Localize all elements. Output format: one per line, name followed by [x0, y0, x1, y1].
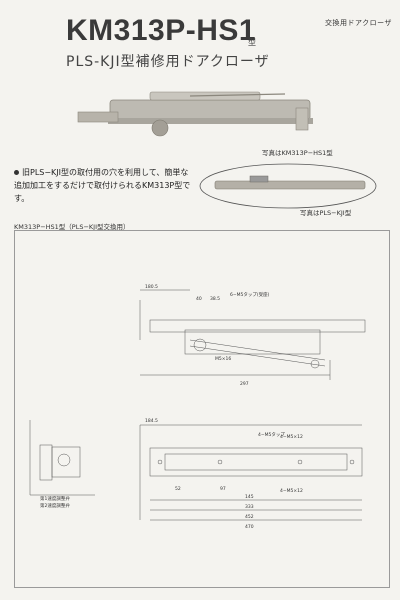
category-tag: 交換用ドアクローザ [324, 19, 392, 27]
dim-145: 145 [245, 494, 254, 500]
annotation-5: 第2速度調整弁 [40, 502, 70, 509]
dim-452: 452 [245, 514, 254, 520]
drawing-title: KM313P−HS1型（PLS−KJⅠ型交換用） [14, 223, 130, 231]
annotation-1: 6−M5タップ(受座) [230, 291, 270, 298]
top-closer-outline [184, 329, 321, 355]
old-model-frame [199, 163, 377, 209]
annotation-4: 第1速度調整弁 [40, 495, 70, 502]
model-title: KM313P-HS1 [66, 14, 257, 47]
top-body-outline [149, 319, 366, 333]
model-suffix: 型 [248, 38, 256, 47]
dim-40: 40 [196, 296, 202, 302]
description-bullet: 旧PLS−KJⅠ型の取付用の穴を利用して、簡単な追加加工をするだけで取付けられる… [14, 166, 194, 205]
photo-caption-old: 写真はPLS−KJⅠ型 [300, 209, 352, 217]
annotation-7: 4−M5×12 [280, 434, 303, 440]
dim-38-5: 38.5 [210, 296, 220, 302]
dim-470: 470 [245, 524, 254, 530]
technical-drawing-frame [14, 230, 390, 588]
dim-52: 52 [175, 486, 181, 492]
side-valve [57, 453, 71, 467]
annotation-2: 4−M5タップ [258, 431, 285, 438]
bullet-dot [14, 170, 19, 175]
closer-photo-main [77, 91, 313, 137]
product-subtitle: PLS-KJⅠ型補修用ドアクローザ [66, 54, 270, 70]
dim-184-5: 184.5 [145, 418, 158, 424]
dim-297: 297 [240, 381, 249, 387]
dim-333: 333 [245, 504, 254, 510]
side-bracket [39, 444, 53, 481]
top-pivot [193, 338, 207, 352]
dim-180-5: 180.5 [145, 284, 158, 290]
top-arm-line [189, 339, 326, 361]
description-text: 旧PLS−KJⅠ型の取付用の穴を利用して、簡単な追加加工をするだけで取付けられる… [14, 168, 191, 203]
annotation-6: 4−M5×12 [280, 488, 303, 494]
plan-closer-body [149, 447, 363, 477]
closer-photo-old [214, 175, 366, 190]
annotation-3: M5×16 [215, 356, 231, 362]
dim-97: 97 [220, 486, 226, 492]
photo-caption-main: 写真はKM313P−HS1型 [262, 149, 333, 157]
